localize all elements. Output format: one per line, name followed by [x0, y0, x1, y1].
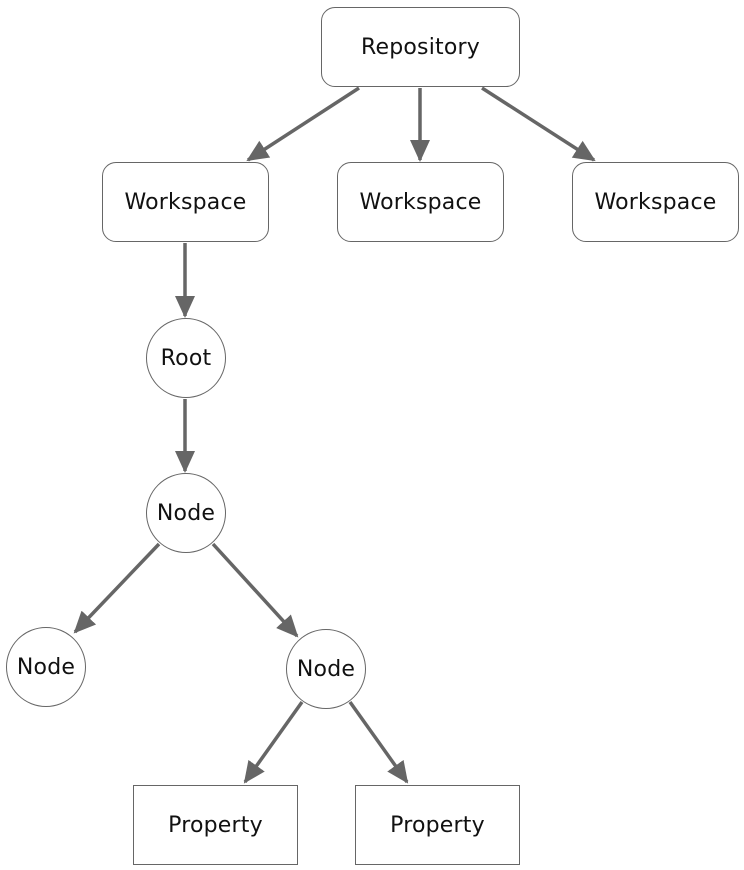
node-2: Node [6, 627, 86, 707]
root-node: Root [146, 318, 226, 398]
workspace-node-1: Workspace [102, 162, 269, 242]
repository-node: Repository [321, 7, 520, 87]
property-node-2: Property [355, 785, 520, 865]
workspace-node-2: Workspace [337, 162, 504, 242]
edge-repository-to-workspace-3 [481, 86, 596, 162]
edge-repository-to-workspace-1 [246, 86, 360, 162]
edge-node-1-to-node-3 [211, 542, 299, 638]
edge-node-3-to-property-2 [348, 700, 409, 784]
node-3: Node [286, 629, 366, 709]
property-node-1: Property [133, 785, 298, 865]
node-1: Node [146, 473, 226, 553]
edge-node-3-to-property-1 [243, 700, 304, 784]
edge-group [73, 86, 596, 784]
workspace-node-3: Workspace [572, 162, 739, 242]
edge-node-1-to-node-2 [73, 542, 161, 634]
